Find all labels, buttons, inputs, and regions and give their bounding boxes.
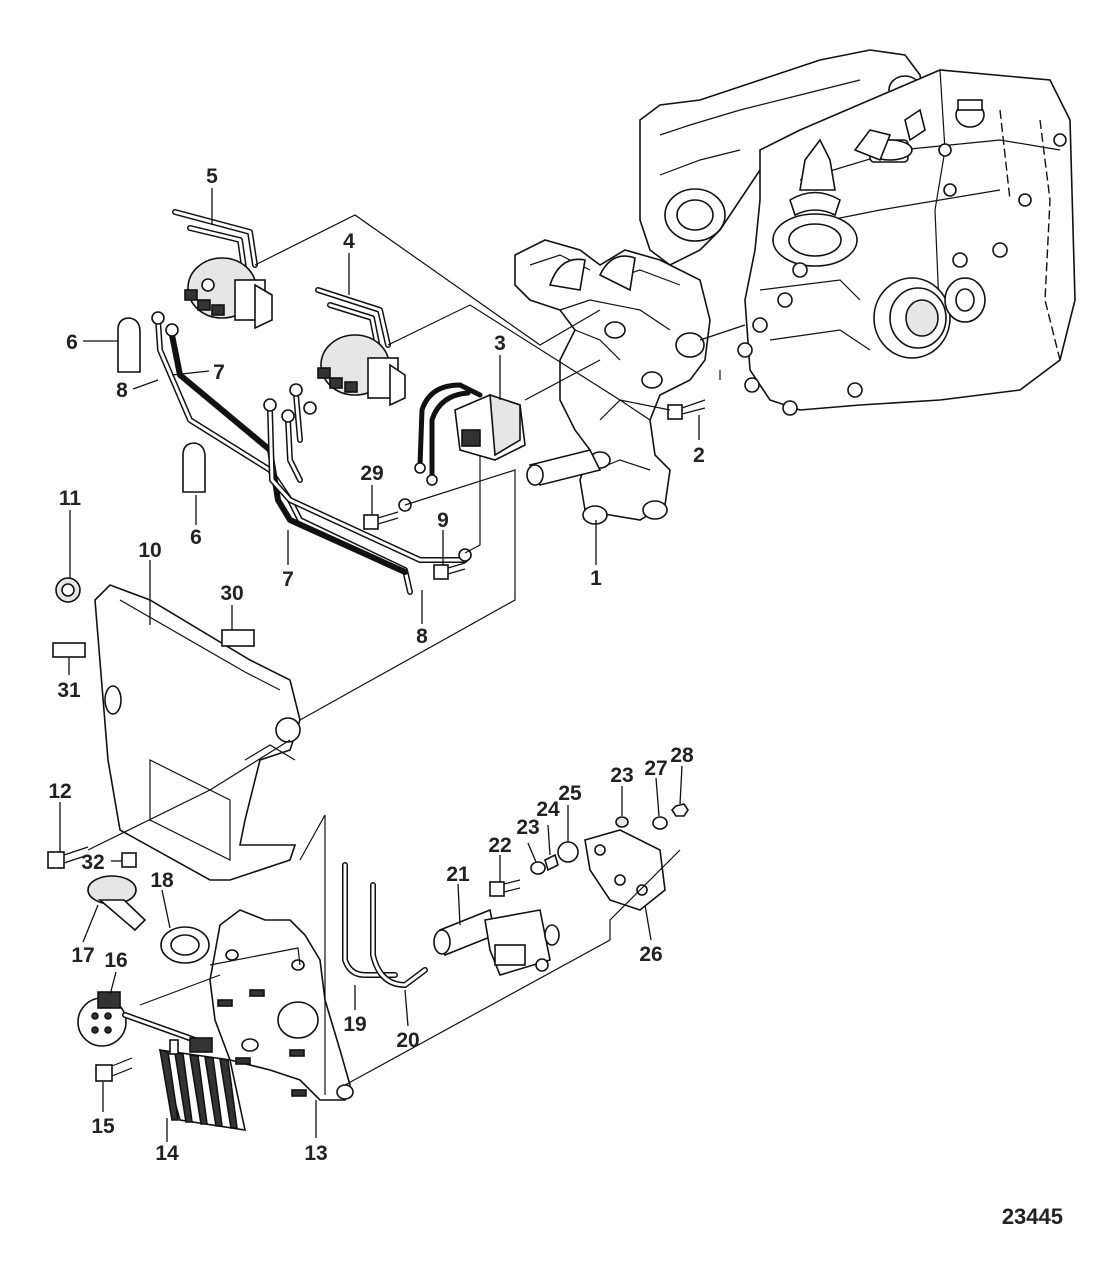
- callout-24: 24: [536, 798, 560, 821]
- engine-block: [639, 49, 1076, 416]
- callout-13: 13: [304, 1142, 327, 1165]
- terminal-boots: [117, 317, 206, 493]
- starter-solenoid-lower: [315, 287, 406, 407]
- callout-7b: 7: [282, 568, 294, 591]
- callout-8a: 8: [116, 379, 128, 402]
- relay: [414, 382, 526, 486]
- callout-27: 27: [644, 757, 667, 780]
- callout-20: 20: [396, 1029, 419, 1052]
- callout-31: 31: [57, 679, 81, 702]
- callout-6a: 6: [66, 331, 78, 354]
- callout-25: 25: [558, 782, 582, 805]
- figure-id: 23445: [1002, 1204, 1063, 1229]
- callout-28: 28: [670, 744, 694, 767]
- decals: [52, 629, 255, 868]
- callout-21: 21: [446, 863, 470, 886]
- leader-lines: [59, 188, 746, 1142]
- callout-19: 19: [343, 1013, 366, 1036]
- harness-plug: [77, 875, 213, 1053]
- starter-solenoid-upper: [172, 209, 273, 330]
- callout-labels: 1 2 3 4 5 6 6 7 7 8 8 9 10 11 12 13 14 1…: [48, 165, 705, 1165]
- callout-5: 5: [206, 165, 218, 188]
- callout-16: 16: [104, 949, 127, 972]
- callout-23a: 23: [516, 816, 539, 839]
- callout-15: 15: [91, 1115, 115, 1138]
- callout-6b: 6: [190, 526, 202, 549]
- fasteners: [47, 399, 706, 1082]
- callout-12: 12: [48, 780, 71, 803]
- callout-7a: 7: [213, 361, 225, 384]
- mounting-bracket: [514, 239, 711, 525]
- mounting-plate: [209, 909, 354, 1101]
- callout-30: 30: [220, 582, 243, 605]
- callout-9: 9: [437, 509, 449, 532]
- callout-32: 32: [81, 851, 104, 874]
- valve-assembly: [433, 803, 689, 976]
- callout-2: 2: [693, 444, 705, 467]
- battery-cables: [151, 311, 472, 595]
- callout-14: 14: [155, 1142, 179, 1165]
- callout-3: 3: [494, 332, 506, 355]
- callout-26: 26: [639, 943, 662, 966]
- callout-11: 11: [59, 487, 82, 510]
- callout-18: 18: [150, 869, 174, 892]
- callout-22: 22: [488, 834, 511, 857]
- callout-4: 4: [343, 230, 355, 253]
- water-hoses: [342, 862, 428, 988]
- callout-10: 10: [138, 539, 161, 562]
- callout-17: 17: [71, 944, 94, 967]
- callout-29: 29: [360, 462, 383, 485]
- rectifier-heat-sink: [158, 1039, 247, 1131]
- electrical-cover: [94, 584, 301, 881]
- callout-1: 1: [590, 567, 602, 590]
- callout-8b: 8: [416, 625, 428, 648]
- callout-23b: 23: [610, 764, 633, 787]
